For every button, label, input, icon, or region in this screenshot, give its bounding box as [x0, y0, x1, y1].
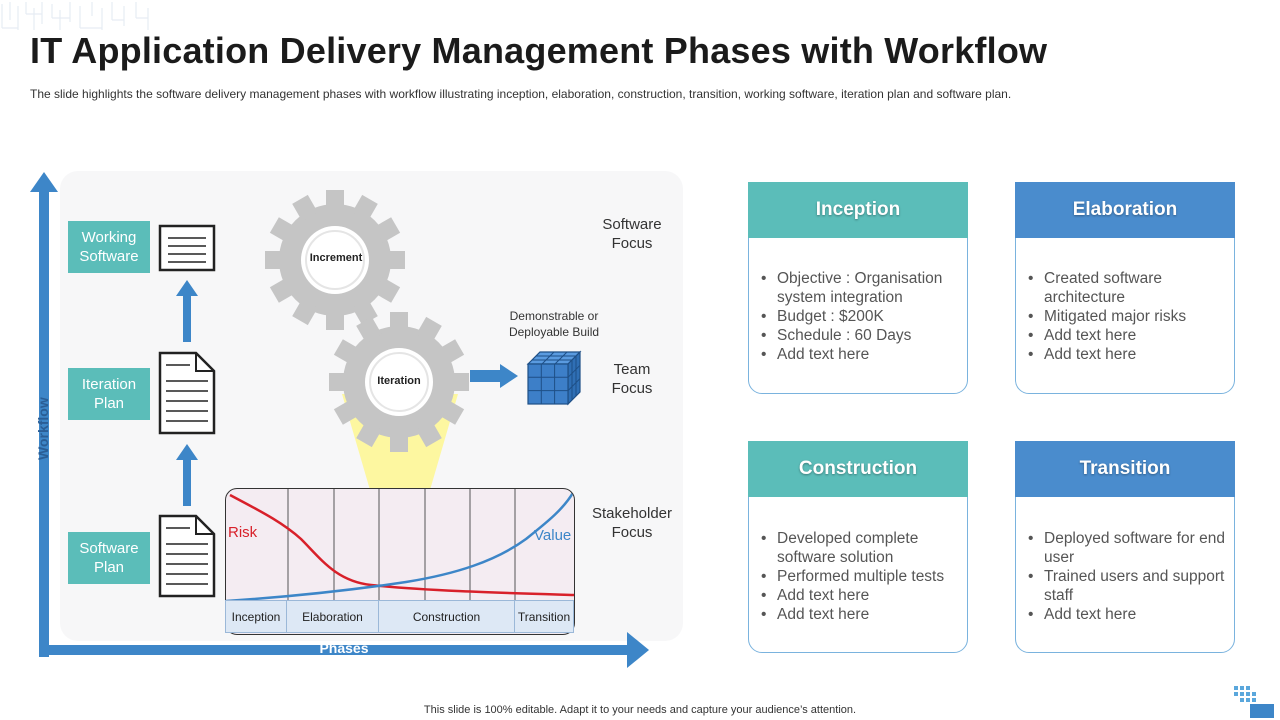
- list-item: Trained users and support staff: [1028, 567, 1228, 605]
- page-subtitle: The slide highlights the software delive…: [30, 87, 1012, 101]
- circuit-decoration-icon: [1, 2, 149, 30]
- transition-card-title: Transition: [1015, 441, 1235, 497]
- working-software-screen-icon: [158, 224, 216, 272]
- inception-card-list: Objective : Organisation system integrat…: [761, 269, 961, 364]
- list-item: Performed multiple tests: [761, 567, 961, 586]
- phases-axis-arrowhead-icon: [627, 632, 649, 668]
- risk-curve: [229, 493, 574, 597]
- construction-card: Construction Developed complete software…: [748, 441, 968, 653]
- software-plan-document-icon: [158, 514, 216, 598]
- iteration-plan-document-icon: [158, 351, 216, 435]
- risk-label: Risk: [228, 524, 258, 541]
- list-item: Add text here: [761, 586, 961, 605]
- phase-row: Inception Elaboration Construction Trans…: [225, 600, 575, 635]
- phase-inception: Inception: [225, 600, 287, 633]
- footer-note: This slide is 100% editable. Adapt it to…: [423, 704, 857, 716]
- list-item: Schedule : 60 Days: [761, 326, 961, 345]
- elaboration-card: Elaboration Created software architectur…: [1015, 182, 1235, 394]
- list-item: Add text here: [761, 605, 961, 624]
- inception-card: Inception Objective : Organisation syste…: [748, 182, 968, 394]
- list-item: Created software architecture: [1028, 269, 1228, 307]
- workflow-axis: [39, 190, 49, 657]
- list-item: Add text here: [761, 345, 961, 364]
- inception-card-title: Inception: [748, 182, 968, 238]
- build-label: Demonstrable or Deployable Build: [508, 309, 600, 339]
- workflow-axis-label: Workflow: [35, 397, 51, 460]
- iteration-gear-icon: [329, 312, 469, 452]
- elaboration-card-list: Created software architecture Mitigated …: [1028, 269, 1228, 364]
- transition-card-list: Deployed software for end user Trained u…: [1028, 529, 1228, 624]
- list-item: Objective : Organisation system integrat…: [761, 269, 961, 307]
- list-item: Mitigated major risks: [1028, 307, 1228, 326]
- list-item: Add text here: [1028, 345, 1228, 364]
- value-curve: [226, 490, 574, 603]
- list-item: Budget : $200K: [761, 307, 961, 326]
- page-title: IT Application Delivery Management Phase…: [30, 30, 1048, 71]
- construction-card-title: Construction: [748, 441, 968, 497]
- increment-gear-label: Increment: [309, 252, 363, 264]
- phases-axis: [39, 645, 629, 655]
- team-focus-label: Team Focus: [611, 361, 653, 397]
- elaboration-card-title: Elaboration: [1015, 182, 1235, 238]
- list-item: Add text here: [1028, 326, 1228, 345]
- phase-elaboration: Elaboration: [286, 600, 379, 633]
- increment-gear-icon: [265, 190, 405, 330]
- list-item: Deployed software for end user: [1028, 529, 1228, 567]
- stakeholder-focus-label: Stakeholder Focus: [591, 505, 673, 541]
- risk-value-chart-lines: [226, 489, 574, 603]
- up-arrow-icon: [176, 444, 198, 506]
- working-software-box: Working Software: [68, 221, 150, 273]
- transition-card: Transition Deployed software for end use…: [1015, 441, 1235, 653]
- up-arrow-icon: [176, 280, 198, 342]
- construction-card-list: Developed complete software solution Per…: [761, 529, 961, 624]
- phases-axis-label: Phases: [319, 640, 369, 656]
- iteration-plan-box: Iteration Plan: [68, 368, 150, 420]
- software-focus-label: Software Focus: [602, 216, 662, 252]
- value-label: Value: [534, 527, 572, 544]
- phase-construction: Construction: [378, 600, 515, 633]
- phase-transition: Transition: [514, 600, 574, 633]
- workflow-diagram: Workflow Phases Working Software Iterati…: [30, 168, 690, 668]
- iteration-gear-label: Iteration: [377, 375, 421, 387]
- list-item: Developed complete software solution: [761, 529, 961, 567]
- workflow-axis-arrowhead-icon: [30, 172, 58, 192]
- brand-logo-icon: [1234, 686, 1274, 718]
- right-arrow-icon: [470, 364, 518, 388]
- list-item: Add text here: [1028, 605, 1228, 624]
- software-plan-box: Software Plan: [68, 532, 150, 584]
- cube-build-icon: [526, 350, 582, 406]
